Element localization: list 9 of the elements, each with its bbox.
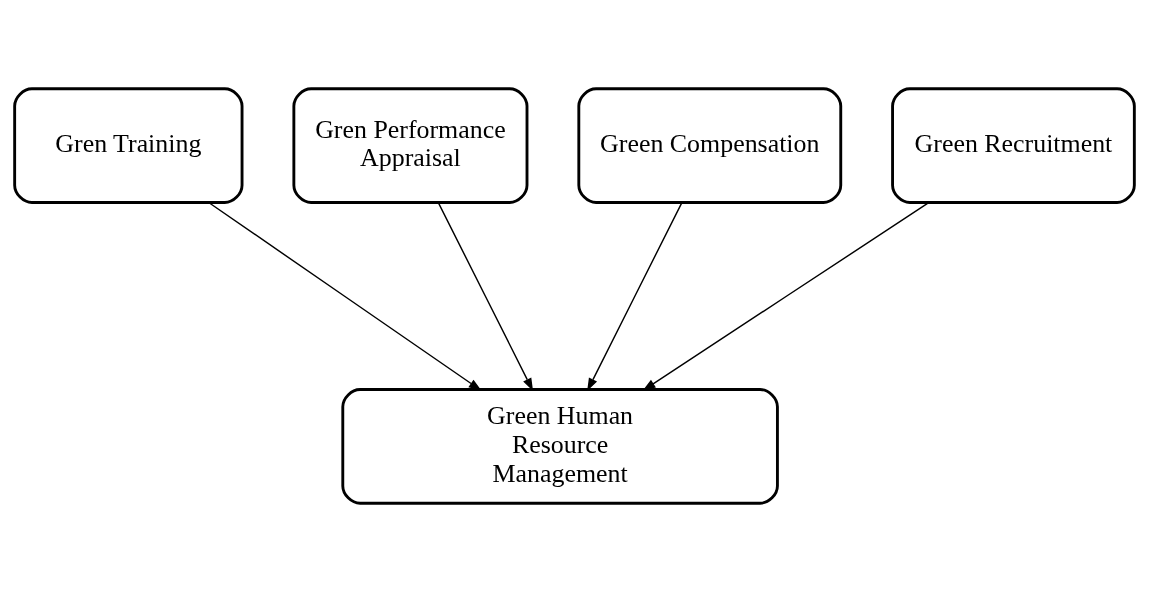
node-box: Green Recruitment [891,86,1136,204]
node-box: Green Human Resource Management [341,387,779,505]
node-box: Gren Performance Appraisal [292,86,529,204]
arrow [437,201,534,391]
arrow [642,201,930,391]
node-box: Gren Training [13,86,244,204]
arrow [208,201,482,391]
node-box: Green Compensation [577,86,843,204]
arrow [587,201,683,391]
